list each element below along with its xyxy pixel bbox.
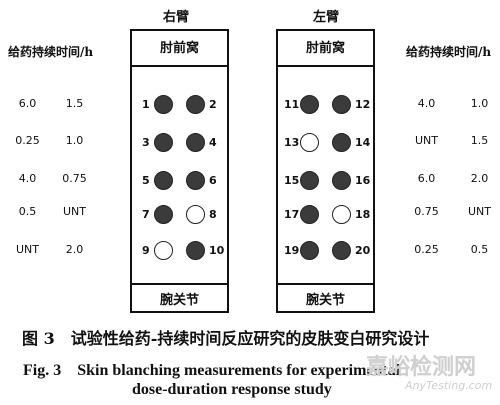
right-arm-site-8: 8 bbox=[182, 205, 242, 227]
right-duration-value: 4.0 bbox=[417, 97, 436, 110]
filled-circle-icon bbox=[300, 95, 319, 114]
filled-circle-icon bbox=[300, 241, 319, 260]
right-duration-value: 1.0 bbox=[470, 97, 489, 110]
site-number: 4 bbox=[209, 136, 217, 149]
left-arm-top-divider bbox=[278, 65, 373, 67]
right-arm-site-2: 2 bbox=[182, 95, 242, 117]
left-arm-site-17: 17 bbox=[284, 205, 344, 227]
site-number: 18 bbox=[355, 208, 371, 221]
filled-circle-icon bbox=[300, 171, 319, 190]
left-arm-diagram: 肘前窝 腕关节 11 12 13 14 15 16 17 18 19 20 bbox=[276, 29, 375, 313]
open-circle-icon bbox=[186, 205, 205, 224]
right-arm-site-4: 4 bbox=[182, 133, 242, 155]
watermark-url: AnyTesting.com bbox=[405, 379, 493, 392]
right-arm-top-divider bbox=[132, 65, 227, 67]
filled-circle-icon bbox=[186, 133, 205, 152]
site-number: 3 bbox=[142, 136, 150, 149]
right-duration-header: 给药持续时间/h bbox=[406, 45, 492, 59]
left-duration-value: UNT bbox=[16, 243, 39, 256]
left-arm-site-18: 18 bbox=[328, 205, 388, 227]
site-number: 16 bbox=[355, 174, 371, 187]
site-number: 19 bbox=[284, 244, 300, 257]
right-arm-site-7: 7 bbox=[138, 205, 198, 227]
figure-caption-cn: 图 3 试验性给药-持续时间反应研究的皮肤变白研究设计 bbox=[22, 329, 430, 348]
site-number: 5 bbox=[142, 174, 150, 187]
filled-circle-icon bbox=[300, 205, 319, 224]
left-arm-title: 左臂 bbox=[313, 10, 340, 25]
right-duration-value: 6.0 bbox=[417, 172, 436, 185]
site-number: 2 bbox=[209, 98, 217, 111]
right-arm-site-9: 9 bbox=[138, 241, 198, 263]
left-duration-header: 给药持续时间/h bbox=[8, 45, 94, 59]
right-duration-value: 1.5 bbox=[470, 134, 489, 147]
left-duration-value: 0.5 bbox=[18, 205, 37, 218]
right-duration-value: 0.75 bbox=[414, 205, 439, 218]
left-arm-bottom-divider bbox=[278, 283, 373, 285]
right-arm-bottom-divider bbox=[132, 283, 227, 285]
site-number: 7 bbox=[142, 208, 150, 221]
filled-circle-icon bbox=[154, 95, 173, 114]
left-arm-bottom-label: 腕关节 bbox=[305, 293, 345, 308]
right-arm-site-1: 1 bbox=[138, 95, 198, 117]
left-duration-value: 0.75 bbox=[62, 172, 87, 185]
right-arm-title: 右臂 bbox=[163, 10, 190, 25]
left-arm-site-11: 11 bbox=[284, 95, 344, 117]
filled-circle-icon bbox=[332, 241, 351, 260]
left-duration-value: 2.0 bbox=[65, 243, 84, 256]
site-number: 1 bbox=[142, 98, 150, 111]
right-duration-value: 2.0 bbox=[470, 172, 489, 185]
left-arm-site-20: 20 bbox=[328, 241, 388, 263]
open-circle-icon bbox=[332, 205, 351, 224]
site-number: 11 bbox=[284, 98, 300, 111]
site-number: 13 bbox=[284, 136, 300, 149]
left-duration-value: 1.5 bbox=[65, 97, 84, 110]
right-duration-value: UNT bbox=[468, 205, 491, 218]
filled-circle-icon bbox=[332, 133, 351, 152]
right-arm-site-3: 3 bbox=[138, 133, 198, 155]
filled-circle-icon bbox=[154, 171, 173, 190]
site-number: 20 bbox=[355, 244, 371, 257]
right-duration-value: 0.5 bbox=[470, 243, 489, 256]
site-number: 14 bbox=[355, 136, 371, 149]
open-circle-icon bbox=[300, 133, 319, 152]
site-number: 15 bbox=[284, 174, 300, 187]
left-arm-site-15: 15 bbox=[284, 171, 344, 193]
right-arm-diagram: 肘前窝 腕关节 1 2 3 4 5 6 7 8 9 10 bbox=[130, 29, 229, 313]
left-duration-value: UNT bbox=[63, 205, 86, 218]
filled-circle-icon bbox=[186, 95, 205, 114]
left-arm-site-16: 16 bbox=[328, 171, 388, 193]
watermark-logo-text: 嘉峪检测网 bbox=[366, 355, 477, 380]
left-duration-value: 0.25 bbox=[15, 134, 40, 147]
site-number: 17 bbox=[284, 208, 300, 221]
left-duration-value: 6.0 bbox=[18, 97, 37, 110]
site-number: 6 bbox=[209, 174, 217, 187]
right-arm-site-6: 6 bbox=[182, 171, 242, 193]
filled-circle-icon bbox=[154, 133, 173, 152]
filled-circle-icon bbox=[332, 95, 351, 114]
left-duration-value: 4.0 bbox=[18, 172, 37, 185]
site-number: 9 bbox=[142, 244, 150, 257]
left-duration-value: 1.0 bbox=[65, 134, 84, 147]
site-number: 12 bbox=[355, 98, 371, 111]
right-arm-top-label: 肘前窝 bbox=[159, 41, 199, 56]
left-arm-site-13: 13 bbox=[284, 133, 344, 155]
filled-circle-icon bbox=[332, 171, 351, 190]
right-duration-value: UNT bbox=[415, 134, 438, 147]
right-arm-site-10: 10 bbox=[182, 241, 242, 263]
left-arm-site-19: 19 bbox=[284, 241, 344, 263]
open-circle-icon bbox=[154, 241, 173, 260]
left-arm-site-14: 14 bbox=[328, 133, 388, 155]
right-arm-bottom-label: 腕关节 bbox=[159, 293, 199, 308]
filled-circle-icon bbox=[154, 205, 173, 224]
filled-circle-icon bbox=[186, 241, 205, 260]
figure-caption-en-line2: dose-duration response study bbox=[132, 381, 332, 398]
site-number: 8 bbox=[209, 208, 217, 221]
figure-caption-en-line1: Fig. 3 Skin blanching measurements for e… bbox=[23, 362, 401, 379]
left-arm-site-12: 12 bbox=[328, 95, 388, 117]
right-duration-value: 0.25 bbox=[414, 243, 439, 256]
filled-circle-icon bbox=[186, 171, 205, 190]
left-arm-top-label: 肘前窝 bbox=[305, 41, 345, 56]
right-arm-site-5: 5 bbox=[138, 171, 198, 193]
site-number: 10 bbox=[209, 244, 225, 257]
